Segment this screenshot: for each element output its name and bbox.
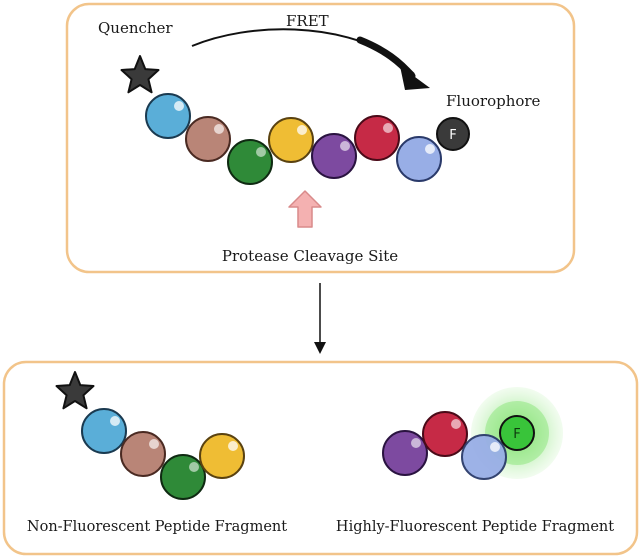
fluorophore-letter: F (449, 128, 456, 143)
peptide-chain-intact: F (145, 93, 470, 185)
fluorophore-bead: F (436, 117, 470, 151)
bead-red (354, 115, 400, 161)
bead-green (160, 454, 206, 500)
fluorophore-letter: F (513, 427, 520, 442)
fret-arrow (191, 28, 430, 90)
bead-light-blue (81, 408, 127, 454)
bead-light-blue (145, 93, 191, 139)
non-fluorescent-fragment-label: Non-Fluorescent Peptide Fragment (27, 519, 287, 535)
bead-red (422, 411, 468, 457)
fluorophore-label: Fluorophore (446, 92, 541, 110)
bead-green (227, 139, 273, 185)
bead-brown (185, 116, 231, 162)
bead-purple (311, 133, 357, 179)
fluorophore-bead-glowing: F (499, 415, 535, 451)
fret-label: FRET (286, 12, 329, 30)
quencher-star-icon (120, 55, 160, 94)
bead-yellow (199, 433, 245, 479)
cleavage-result-arrow (314, 283, 326, 354)
cleavage-site-arrow (288, 190, 322, 228)
highly-fluorescent-fragment-label: Highly-Fluorescent Peptide Fragment (336, 519, 614, 535)
bead-periwinkle (461, 434, 507, 480)
quencher-label: Quencher (98, 19, 173, 37)
bead-periwinkle (396, 136, 442, 182)
bead-brown (120, 431, 166, 477)
bead-yellow (268, 117, 314, 163)
quencher-star-icon (55, 371, 95, 410)
bead-purple (382, 430, 428, 476)
non-fluorescent-fragment (55, 371, 245, 500)
highly-fluorescent-fragment: F (382, 387, 563, 480)
cleavage-site-label: Protease Cleavage Site (222, 247, 398, 265)
